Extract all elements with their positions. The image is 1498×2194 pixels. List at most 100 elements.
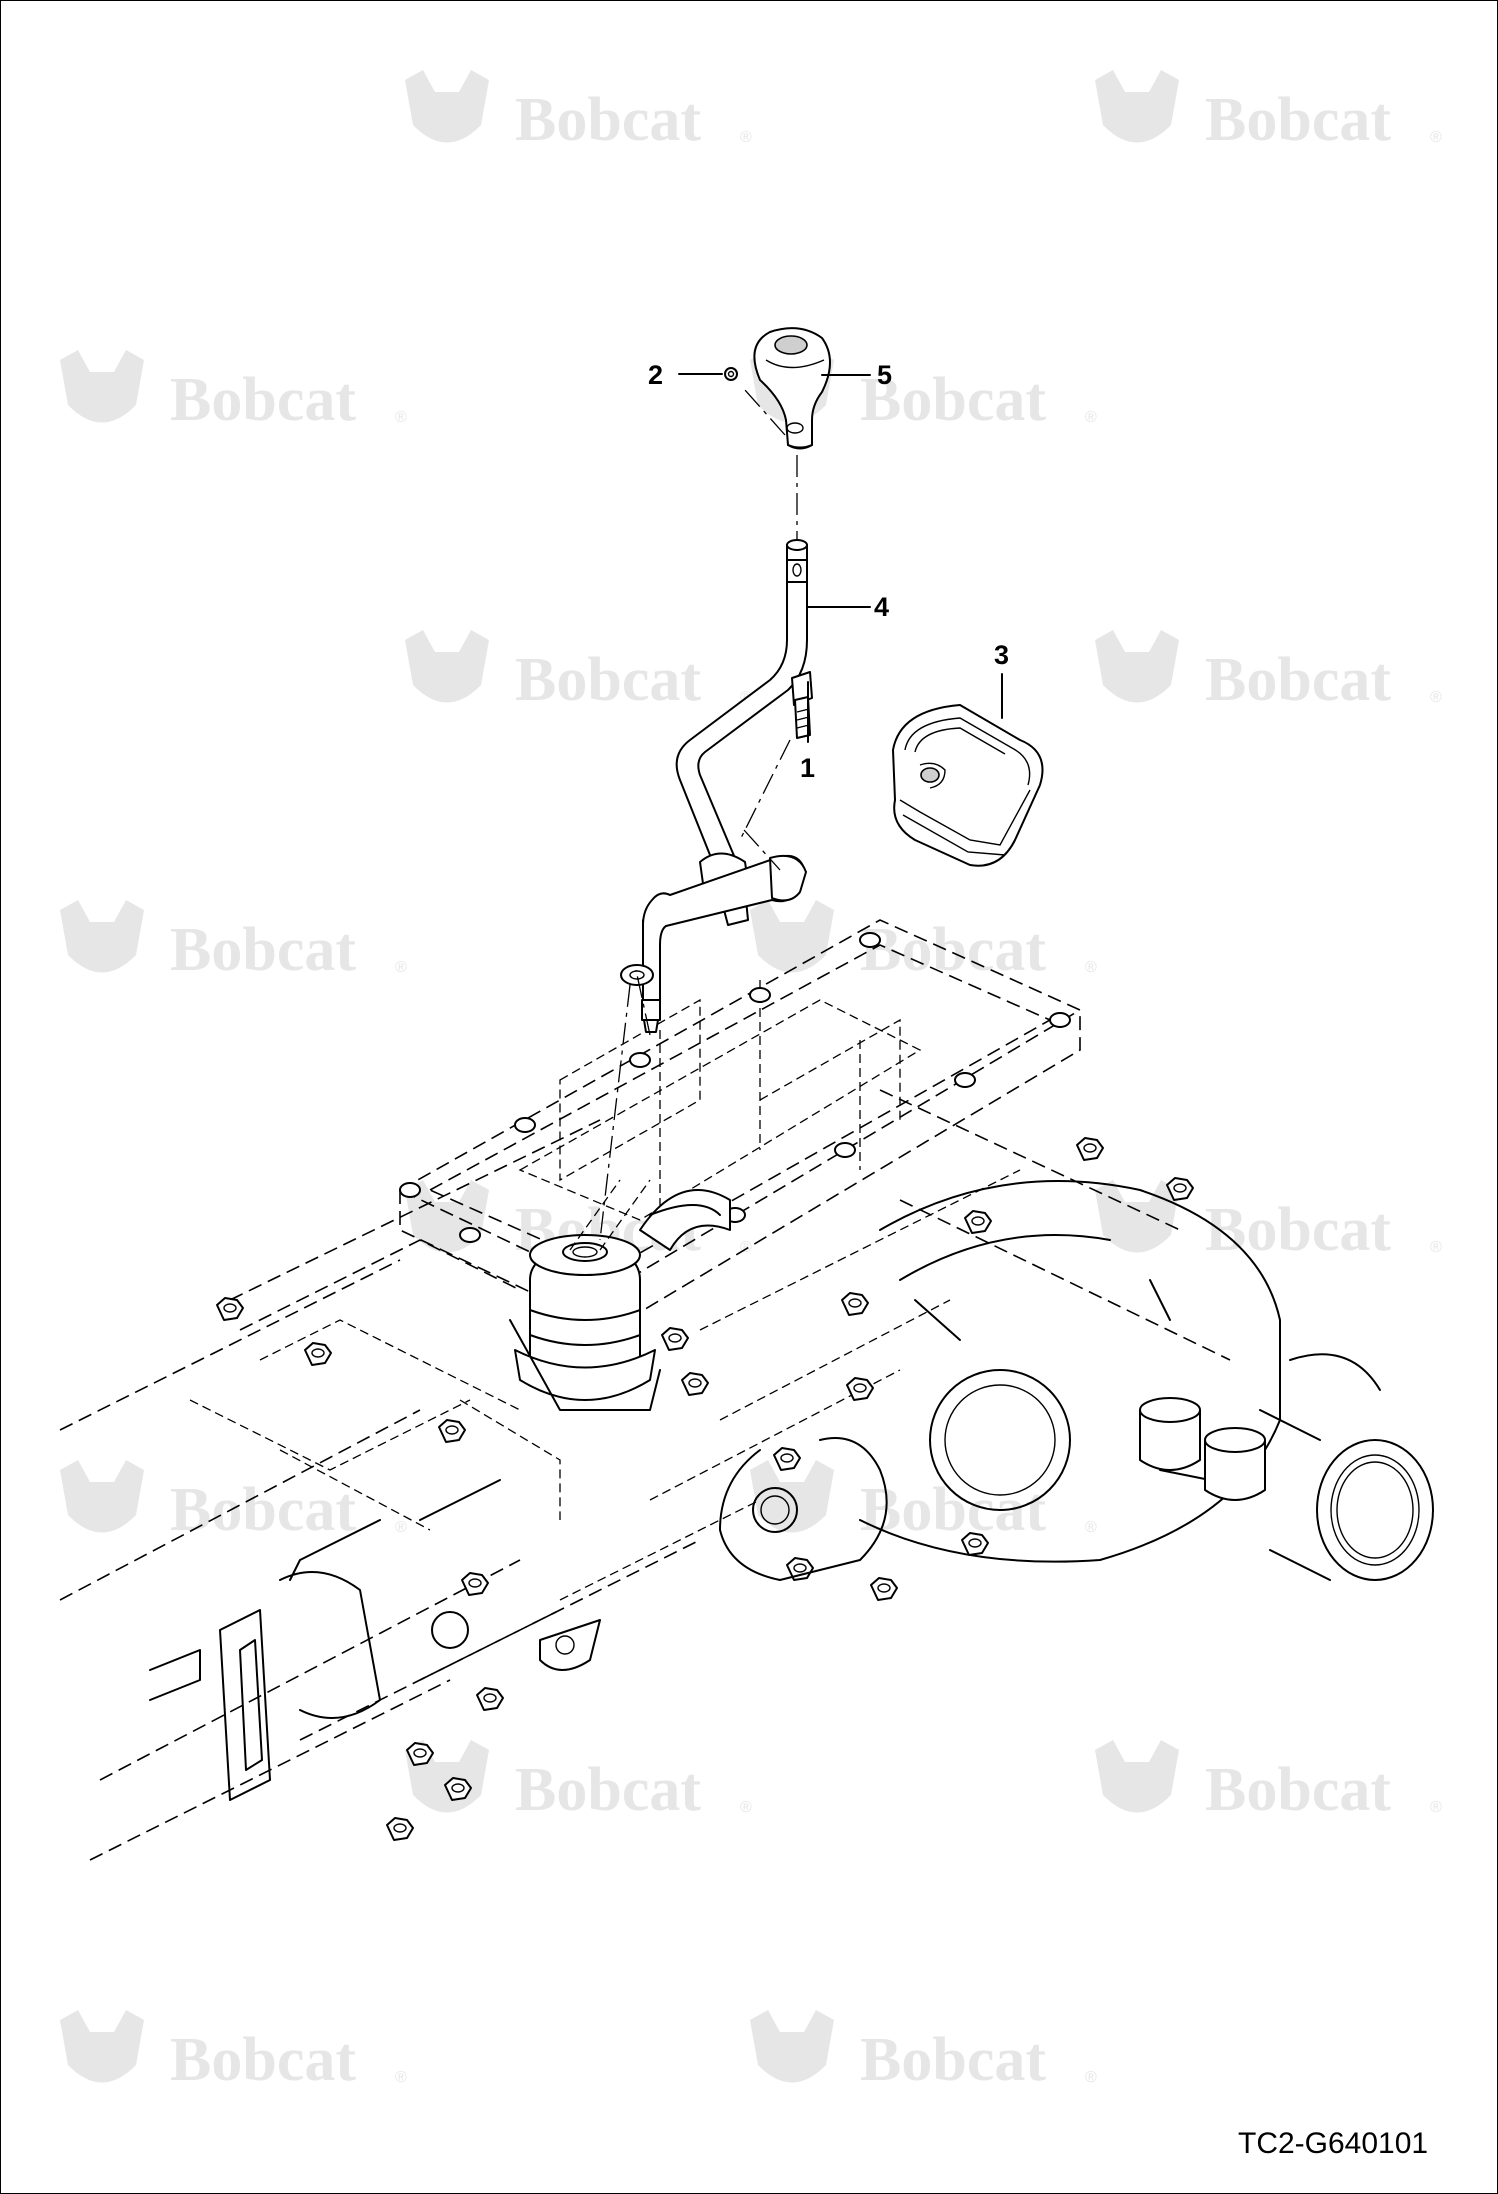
assembly-centerlines bbox=[599, 389, 798, 1241]
watermark-registered: ® bbox=[740, 1239, 752, 1256]
bobcat-watermark: Bobcat ® bbox=[60, 350, 407, 434]
bolt-head-face bbox=[468, 1578, 482, 1588]
housing-bolt bbox=[964, 1210, 992, 1234]
watermark-registered: ® bbox=[740, 129, 752, 146]
leader-lines bbox=[678, 373, 1003, 743]
washer bbox=[620, 964, 654, 986]
housing-boss bbox=[859, 932, 881, 948]
housing-bolt bbox=[216, 1297, 244, 1321]
watermark-brand: Bobcat bbox=[1205, 86, 1391, 154]
bolt-head-face bbox=[451, 1783, 465, 1793]
housing-boss bbox=[399, 1182, 421, 1198]
watermark-brand: Bobcat bbox=[1205, 646, 1391, 714]
watermark-brand: Bobcat bbox=[860, 2026, 1046, 2094]
callout-1: 1 bbox=[800, 753, 815, 783]
bolt-head-face bbox=[393, 1823, 407, 1833]
bolt-head-face bbox=[877, 1583, 891, 1593]
watermark-brand: Bobcat bbox=[170, 916, 356, 984]
watermark-brand: Bobcat bbox=[515, 1756, 701, 1824]
bobcat-logo-icon bbox=[1095, 1740, 1179, 1813]
bobcat-logo-icon bbox=[60, 2010, 144, 2083]
bolt-head-face bbox=[793, 1563, 807, 1573]
housing-bolt bbox=[461, 1572, 489, 1596]
bobcat-logo-icon bbox=[60, 900, 144, 973]
housing-bolt bbox=[406, 1742, 434, 1766]
bobcat-watermark: Bobcat ® bbox=[1095, 1740, 1442, 1824]
housing-bolt bbox=[1076, 1137, 1104, 1161]
watermark-registered: ® bbox=[1430, 129, 1442, 146]
bobcat-watermark: Bobcat® bbox=[60, 2010, 407, 2094]
watermark-brand: Bobcat bbox=[860, 1476, 1046, 1544]
watermark-brand: Bobcat bbox=[1205, 1196, 1391, 1264]
watermark-registered: ® bbox=[1430, 1239, 1442, 1256]
watermark-registered: ® bbox=[1430, 1799, 1442, 1816]
watermark-brand: Bobcat bbox=[860, 916, 1046, 984]
watermark-registered: ® bbox=[395, 1519, 407, 1536]
watermark-registered: ® bbox=[1085, 959, 1097, 976]
housing-bolt bbox=[846, 1377, 874, 1401]
housing-bolt bbox=[444, 1777, 472, 1801]
housing-bolt bbox=[1166, 1177, 1194, 1201]
bobcat-logo-icon bbox=[1095, 1180, 1179, 1253]
watermark-registered: ® bbox=[1085, 409, 1097, 426]
watermark-brand: Bobcat bbox=[170, 366, 356, 434]
housing-boss bbox=[749, 987, 771, 1003]
housing-bolt bbox=[304, 1342, 332, 1366]
part-2-set-screw bbox=[724, 367, 738, 381]
watermark-brand: Bobcat bbox=[170, 1476, 356, 1544]
housing-bolt bbox=[661, 1327, 689, 1351]
housing-boss bbox=[954, 1072, 976, 1088]
bobcat-logo-icon bbox=[750, 900, 834, 973]
watermark-registered: ® bbox=[740, 1799, 752, 1816]
housing-bolt bbox=[961, 1532, 989, 1556]
housing-bolt bbox=[476, 1687, 504, 1711]
bobcat-logo-icon bbox=[405, 630, 489, 703]
bobcat-watermark: Bobcat ® bbox=[1095, 1180, 1442, 1264]
bolt-head-face bbox=[413, 1748, 427, 1758]
bobcat-logo-icon bbox=[405, 70, 489, 143]
part-5-knob bbox=[753, 327, 831, 450]
housing-boss bbox=[834, 1142, 856, 1158]
bobcat-watermark: Bobcat ® bbox=[750, 2010, 1097, 2094]
bolt-head-face bbox=[780, 1453, 794, 1463]
watermark-brand: Bobcat bbox=[515, 86, 701, 154]
housing-boss bbox=[459, 1227, 481, 1243]
housing-boss bbox=[514, 1117, 536, 1133]
housing-bolt bbox=[681, 1372, 709, 1396]
bolt-head-face bbox=[848, 1298, 862, 1308]
watermark-registered: ® bbox=[1085, 2069, 1097, 2086]
bobcat-watermark: Bobcat ® bbox=[405, 70, 752, 154]
bolt-head-face bbox=[483, 1693, 497, 1703]
bobcat-watermark: Bobcat® bbox=[405, 630, 752, 714]
watermark-brand: Bobcat bbox=[860, 366, 1046, 434]
bobcat-watermark: Bobcat ® bbox=[1095, 70, 1442, 154]
housing-boss bbox=[1049, 1012, 1071, 1028]
bolt-head-face bbox=[668, 1333, 682, 1343]
housing-bolt bbox=[870, 1577, 898, 1601]
bobcat-watermark: Bobcat ® bbox=[60, 1460, 407, 1544]
bolt-head-face bbox=[445, 1425, 459, 1435]
housing-bolt bbox=[386, 1817, 414, 1841]
callout-5: 5 bbox=[877, 360, 892, 390]
watermark-registered: ® bbox=[395, 959, 407, 976]
transmission-housing bbox=[59, 919, 1434, 1861]
housing-bolt bbox=[786, 1557, 814, 1581]
watermark-layer: Bobcat ® Bobcat ® Bobcat ® Bobcat ® Bobcat ® Bobca… bbox=[60, 70, 1442, 2094]
bobcat-logo-icon bbox=[1095, 630, 1179, 703]
part-3-boot bbox=[892, 704, 1044, 867]
bobcat-watermark: Bobcat ® bbox=[60, 900, 407, 984]
callout-4: 4 bbox=[874, 592, 889, 622]
bobcat-watermark: Bobcat ® bbox=[750, 900, 1097, 984]
housing-bolt bbox=[438, 1419, 466, 1443]
bolt-head-face bbox=[1173, 1183, 1187, 1193]
bolt-head-face bbox=[688, 1378, 702, 1388]
watermark-registered: ® bbox=[1085, 1519, 1097, 1536]
watermark-registered: ® bbox=[395, 2069, 407, 2086]
bobcat-logo-icon bbox=[750, 2010, 834, 2083]
bolt-head-face bbox=[223, 1303, 237, 1313]
bobcat-logo-icon bbox=[60, 350, 144, 423]
watermark-registered: ® bbox=[395, 409, 407, 426]
callout-2: 2 bbox=[648, 360, 663, 390]
watermark-brand: Bobcat bbox=[1205, 1756, 1391, 1824]
